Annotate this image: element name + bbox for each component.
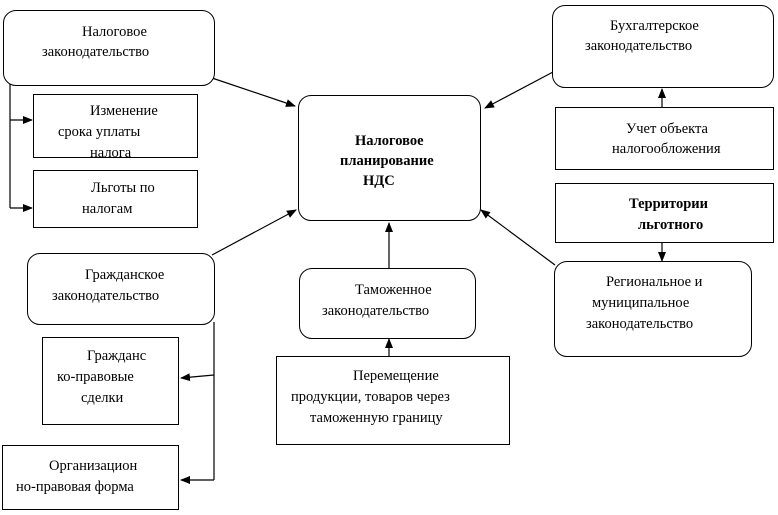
node-payment-term-change: Изменение срока уплаты налога [33, 94, 198, 158]
center-line-2: планирование [340, 153, 434, 169]
center-node-nds-planning: Налоговое планирование НДС [298, 95, 481, 221]
node-tax-object-accounting: Учет объекта налогообложения [555, 107, 774, 170]
center-line-1: Налоговое [355, 133, 424, 149]
node-civil-deals: Гражданс ко-правовые сделки [42, 337, 179, 425]
accounting-line-2: законодательство [585, 38, 693, 54]
node-legal-form: Организацион но-правовая форма [2, 445, 179, 510]
customs-line-2: законодательство [322, 303, 430, 319]
goods-line-1: Перемещение [353, 368, 439, 384]
node-goods-movement: Перемещение продукции, товаров через там… [276, 356, 510, 445]
arrow-tax-law-to-center [211, 77, 296, 107]
node-preferential-territories: Территории льготного [555, 183, 774, 243]
tax-object-line-2: налогообложения [612, 141, 721, 157]
regional-line-1: Региональное и [606, 274, 703, 290]
payment-term-line-2: срока уплаты [58, 124, 141, 140]
node-accounting-law: Бухгалтерское законодательство [552, 5, 774, 88]
center-line-3: НДС [363, 173, 395, 189]
legal-form-line-1: Организацион [49, 458, 138, 474]
goods-line-2: продукции, товаров через [291, 389, 450, 405]
civil-deals-line-3: сделки [81, 390, 124, 406]
accounting-line-1: Бухгалтерское [610, 18, 699, 34]
arrow-to-civil-deals [180, 373, 215, 382]
tax-law-line-2: законодательство [42, 44, 150, 60]
payment-term-line-1: Изменение [90, 103, 158, 119]
arrow-civil-law-to-center [211, 209, 297, 256]
tax-object-line-1: Учет объекта [626, 121, 708, 137]
node-civil-law: Гражданское законодательство [27, 253, 215, 325]
regional-line-3: законодательство [586, 316, 694, 332]
node-tax-law: Налоговое законодательство [3, 10, 215, 86]
node-customs-law: Таможенное законодательство [299, 268, 476, 339]
tax-law-line-1: Налоговое [82, 24, 147, 40]
tax-benefits-line-1: Льготы по [91, 180, 155, 196]
civil-deals-line-2: ко-правовые [57, 369, 134, 385]
civil-law-line-2: законодательство [52, 288, 160, 304]
payment-term-line-3: налога [90, 145, 132, 158]
goods-line-3: таможенную границу [310, 410, 443, 426]
civil-deals-line-1: Гражданс [87, 348, 147, 364]
civil-law-line-1: Гражданское [85, 267, 165, 283]
tax-benefits-line-2: налогам [82, 201, 133, 217]
customs-line-1: Таможенное [355, 282, 432, 298]
legal-form-line-2: но-правовая форма [16, 479, 134, 495]
arrow-regional-to-center [480, 209, 556, 266]
node-regional-law: Региональное и муниципальное законодател… [554, 261, 752, 357]
arrow-accounting-to-center [484, 71, 554, 109]
regional-line-2: муниципальное [592, 295, 690, 311]
territories-line-2: льготного [638, 217, 704, 233]
territories-line-1: Территории [629, 196, 708, 212]
node-tax-benefits: Льготы по налогам [33, 170, 198, 228]
